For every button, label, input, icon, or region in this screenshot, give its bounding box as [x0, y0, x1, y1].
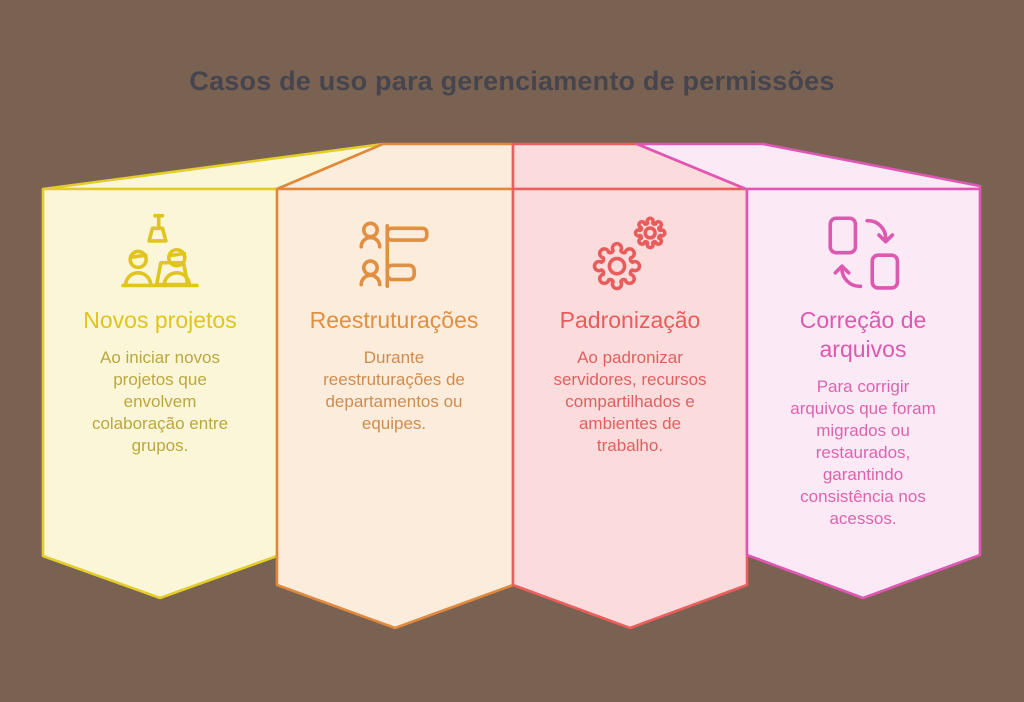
card-novos-projetos: Novos projetos Ao iniciar novos projetos… [43, 189, 277, 457]
card-description: Para corrigir arquivos que foram migrado… [790, 377, 936, 528]
card-title: Correção de arquivos [799, 307, 927, 362]
card-description: Ao iniciar novos projetos que envolvem c… [91, 348, 229, 455]
banner-shape-reestruturacoes [275, 142, 515, 630]
banner-body-padronizacao [511, 187, 749, 630]
card-title: Novos projetos [83, 307, 237, 333]
gears-icon [588, 209, 672, 293]
banner-shape-novos-projetos [41, 142, 385, 600]
banner-body-reestruturacoes [275, 187, 515, 630]
team-collaboration-icon [118, 209, 202, 293]
card-padronizacao: Padronização Ao padronizar servidores, r… [513, 189, 747, 457]
page-title: Casos de uso para gerenciamento de permi… [189, 66, 835, 96]
banner-shape-padronizacao [511, 142, 749, 630]
banner-shape-correcao-de-arquivos [635, 142, 982, 600]
banner-body-correcao-de-arquivos [745, 187, 982, 600]
card-title: Reestruturações [309, 307, 479, 333]
card-reestruturacoes: Reestruturações Durante reestruturações … [277, 189, 511, 435]
org-restructure-icon [352, 209, 436, 293]
banner-body-novos-projetos [41, 187, 279, 600]
card-title: Padronização [559, 307, 701, 333]
card-correcao-de-arquivos: Correção de arquivos Para corrigir arqui… [746, 189, 980, 530]
card-description: Durante reestruturações de departamentos… [323, 348, 465, 433]
file-sync-icon [821, 209, 905, 293]
card-description: Ao padronizar servidores, recursos compa… [553, 348, 707, 455]
